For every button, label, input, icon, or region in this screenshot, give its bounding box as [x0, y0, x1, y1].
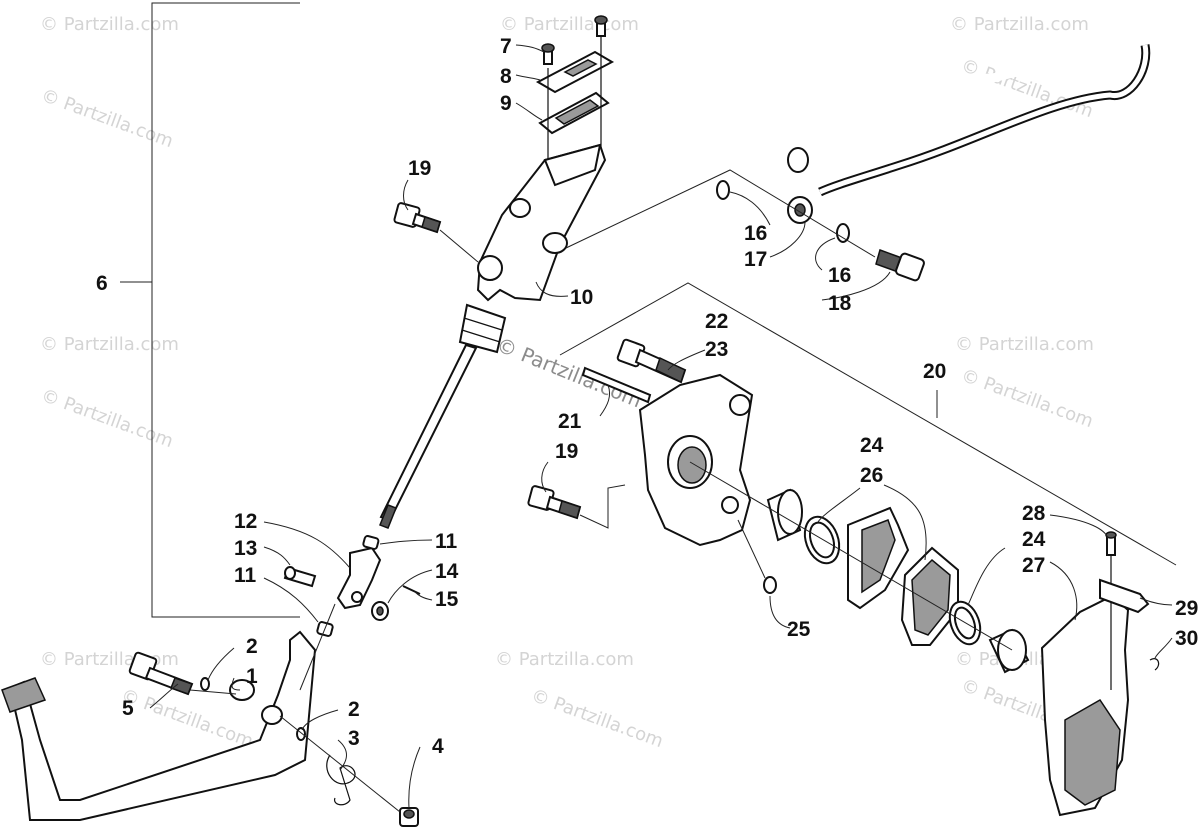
- callout-10: 10: [570, 286, 593, 309]
- callout-labels: 7 8 9 19 6 10 16 17 16 18 22 23 20 21 19…: [96, 35, 1198, 758]
- callout-24: 24: [860, 434, 884, 457]
- return-spring: [326, 754, 356, 806]
- clevis-bushing: [362, 535, 380, 550]
- caliper-bracket-plate: [1099, 578, 1150, 614]
- callout-18: 18: [828, 292, 852, 315]
- callout-13: 13: [234, 537, 257, 560]
- callout-19: 19: [555, 440, 578, 463]
- banjo-bolt-upper: [393, 202, 479, 263]
- caliper-mount-bolt: [527, 484, 626, 529]
- callout-20: 20: [923, 360, 946, 383]
- callout-16: 16: [744, 222, 767, 245]
- callout-2: 2: [348, 698, 360, 721]
- callout-25: 25: [787, 618, 811, 641]
- callout-14: 14: [435, 560, 459, 583]
- caliper-washer: [763, 576, 777, 594]
- callout-22: 22: [705, 310, 728, 333]
- callout-29: 29: [1175, 597, 1198, 620]
- caliper-pin: [581, 366, 652, 404]
- callout-15: 15: [435, 588, 459, 611]
- callout-7: 7: [500, 35, 512, 58]
- watermark: © Partzilla.com: [500, 14, 639, 35]
- callout-27: 27: [1022, 554, 1045, 577]
- assembly-bracket-20: [559, 282, 1177, 566]
- callout-11: 11: [435, 530, 458, 553]
- pushrod: [379, 343, 478, 522]
- banjo-bolt: [875, 249, 925, 282]
- watermark: © Partzilla.com: [950, 14, 1089, 35]
- retaining-clip: [1149, 658, 1160, 671]
- watermark: © Partzilla.com: [38, 85, 176, 152]
- pivot-bolt: [128, 651, 237, 696]
- watermark: © Partzilla.com: [40, 14, 179, 35]
- watermark: © Partzilla.com: [528, 685, 666, 752]
- callout-5: 5: [122, 697, 134, 720]
- watermark: © Partzilla.com: [495, 649, 634, 670]
- callout-9: 9: [500, 92, 512, 115]
- callout-21: 21: [558, 410, 582, 433]
- watermark: © Partzilla.com: [40, 334, 179, 355]
- crush-washer: [716, 180, 730, 200]
- watermark: © Partzilla.com: [38, 385, 176, 452]
- cotter-pin: [402, 585, 421, 595]
- o-ring: [200, 677, 210, 691]
- bleeder-valve: [1105, 531, 1117, 690]
- pushrod-clevis: [336, 546, 382, 610]
- crush-washer: [836, 223, 850, 243]
- callout-1: 1: [246, 665, 258, 688]
- watermark: © Partzilla.com: [955, 334, 1094, 355]
- assembly-bracket-6: [151, 2, 300, 618]
- callout-16: 16: [828, 264, 851, 287]
- callout-17: 17: [744, 248, 767, 271]
- callout-28: 28: [1022, 502, 1046, 525]
- callout-26: 26: [860, 464, 883, 487]
- callout-2: 2: [246, 635, 258, 658]
- pivot-nut: [279, 715, 419, 827]
- callout-19: 19: [408, 157, 431, 180]
- leader-lines: [149, 44, 1173, 809]
- callout-30: 30: [1175, 627, 1198, 650]
- callout-3: 3: [348, 727, 360, 750]
- callout-4: 4: [432, 735, 444, 758]
- o-ring: [296, 727, 306, 741]
- caliper-bolt: [616, 338, 687, 384]
- callout-23: 23: [705, 338, 728, 361]
- watermark: © Partzilla.com: [958, 365, 1096, 432]
- callout-6: 6: [96, 272, 108, 295]
- watermark: © Partzilla.com: [40, 649, 179, 670]
- watermark: © Partzilla.com: [958, 55, 1096, 122]
- callout-8: 8: [500, 65, 512, 88]
- callout-24: 24: [1022, 528, 1046, 551]
- callout-11: 11: [234, 564, 257, 587]
- callout-12: 12: [234, 510, 257, 533]
